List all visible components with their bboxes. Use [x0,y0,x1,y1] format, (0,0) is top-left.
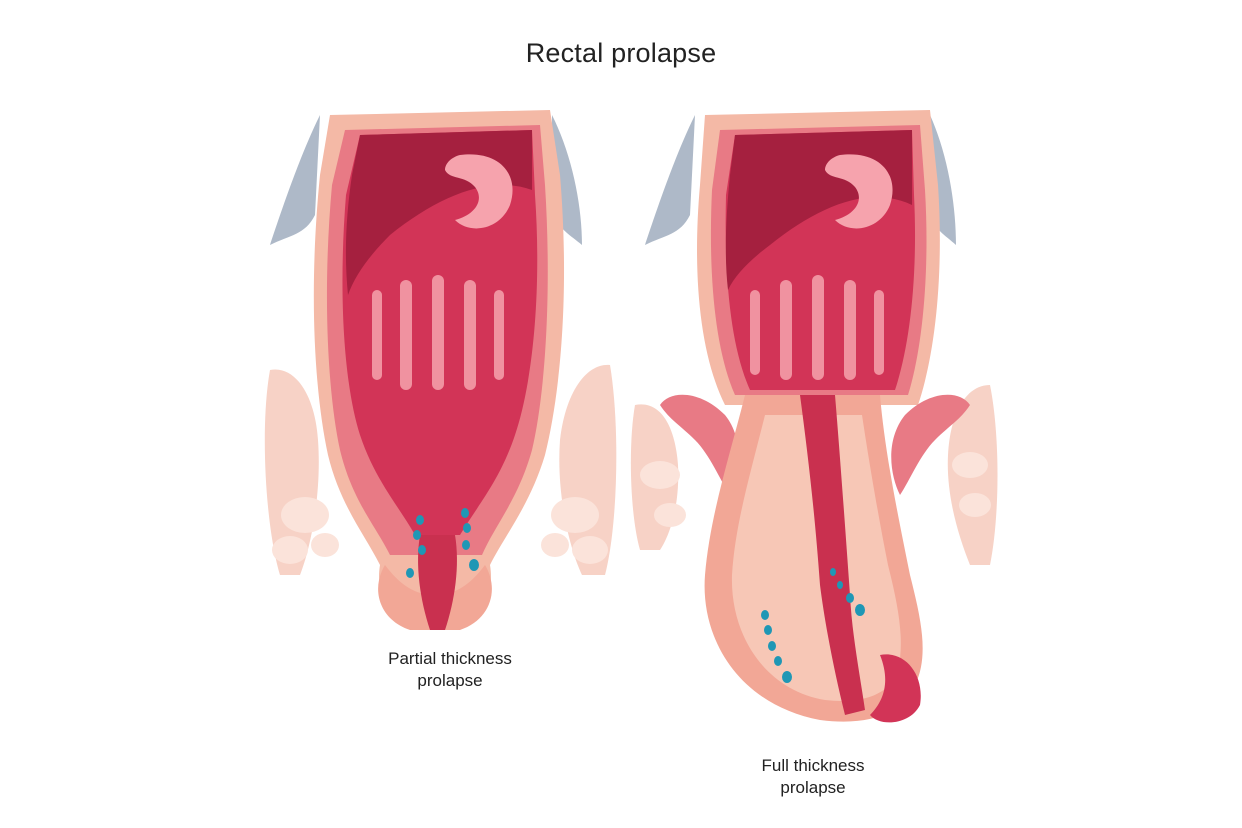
partial-thickness-illustration [264,110,617,630]
levator-left [660,394,739,495]
peritoneum-left [645,115,695,245]
prolapsed-rectum-inner [731,415,901,701]
upper-fold [825,154,893,229]
mucosal-folds [750,275,884,380]
prolapsed-lumen [800,395,865,715]
mucosal-folds [372,275,504,390]
caption-partial-line2: prolapse [417,671,483,690]
pelvic-tissue-left [264,369,339,575]
levator-right [891,394,970,495]
caption-partial: Partial thickness prolapse [355,648,545,692]
prolapse-edge [870,654,921,723]
pelvic-tissue-left [630,404,686,550]
peritoneum-left [270,115,320,245]
anal-canal [418,535,457,630]
hemorrhoidal-vessels [406,508,479,578]
caption-full: Full thickness prolapse [718,755,908,799]
caption-full-line2: prolapse [780,778,846,797]
diagram-title: Rectal prolapse [525,38,717,68]
hemorrhoidal-vessels [761,568,865,683]
upper-fold [445,154,513,229]
pelvic-tissue-right [541,364,617,575]
caption-full-line1: Full thickness [761,756,865,775]
pelvic-tissue-right [947,385,998,565]
full-thickness-illustration [630,110,998,723]
caption-partial-line1: Partial thickness [388,649,512,668]
